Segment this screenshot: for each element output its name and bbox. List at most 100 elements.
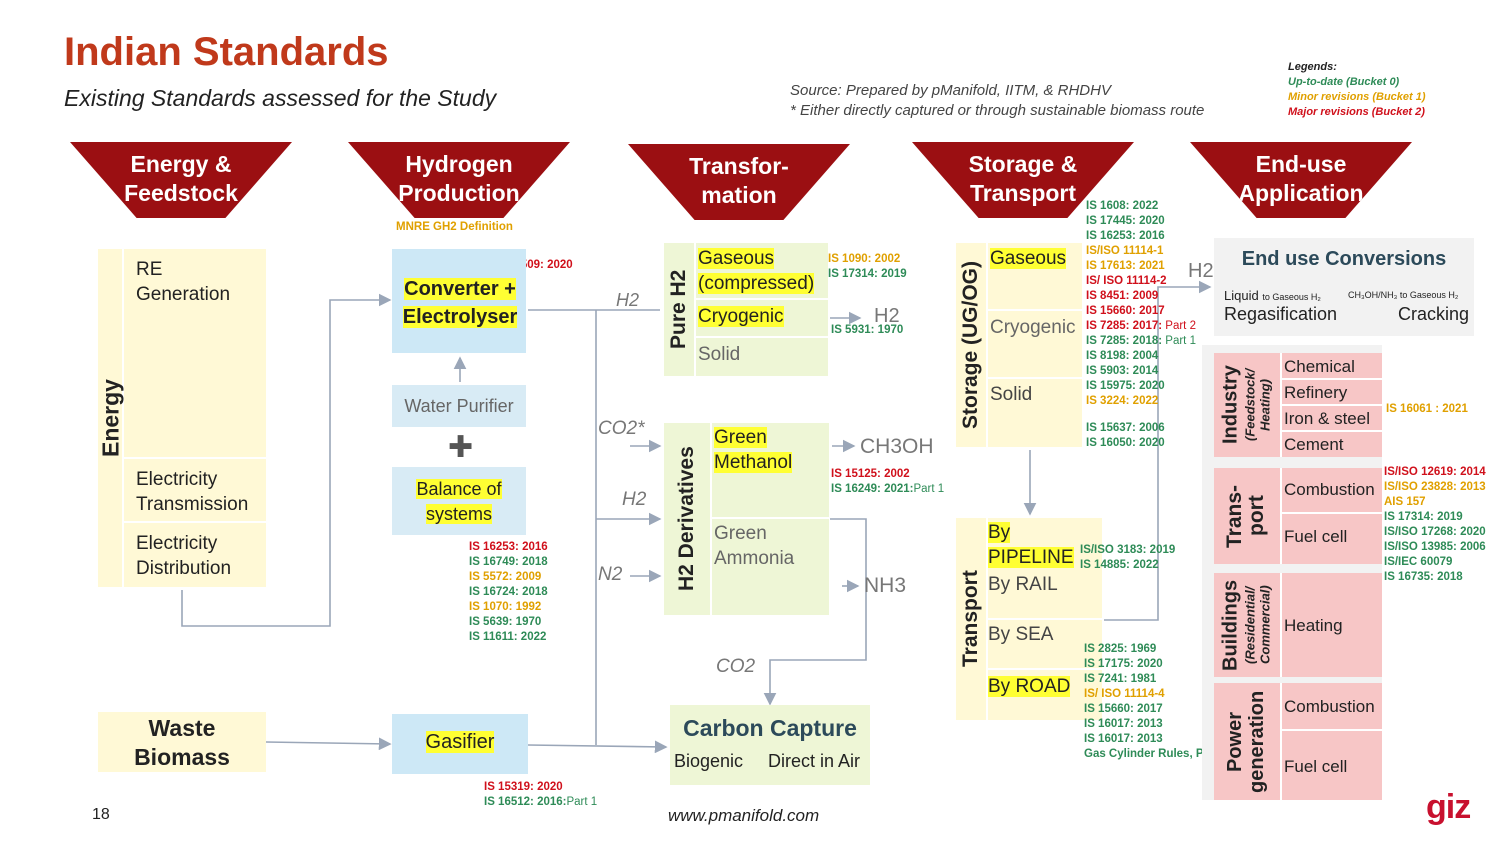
gasifier-label: Gasifier — [425, 731, 495, 753]
standard-item: AIS 157 — [1384, 496, 1426, 508]
liquid-to-gaseous-label: Liquid to Gaseous H₂ — [1224, 288, 1321, 303]
standard-item: IS 3224: 2022 — [1086, 395, 1159, 407]
standard-item: IS 15660: 2017 — [1086, 305, 1165, 317]
re-generation: RE Generation — [136, 259, 231, 305]
standard-item: IS 17175: 2020 — [1084, 658, 1163, 670]
standard-item: IS 16253: 2016 — [1086, 230, 1165, 242]
standard-item: IS 16249: 2021: — [831, 483, 914, 495]
transport-combustion: Combustion — [1284, 480, 1375, 499]
transport-block: Transport By PIPELINE By RAIL By SEA By … — [956, 518, 1102, 720]
standard-item: IS 16735: 2018 — [1384, 571, 1463, 583]
power-fuel-cell: Fuel cell — [1284, 757, 1348, 776]
standard-item: IS 11611: 2022 — [469, 631, 547, 643]
standard-item: IS 16749: 2018 — [469, 556, 548, 568]
converter-electrolyser-box: Converter + Electrolyser — [392, 249, 526, 353]
enduse-conversions-title: End use Conversions — [1241, 248, 1447, 270]
header-line: Transfor- — [689, 153, 789, 179]
transport-enduse-block: Trans- port Combustion Fuel cell — [1214, 468, 1382, 564]
standard-item: IS/ISO 11114-1 — [1086, 245, 1164, 257]
standard-item: IS 17314: 2019 — [1384, 511, 1463, 523]
standard-item: IS 2825: 1969 — [1084, 643, 1157, 655]
flow-label-n2: N2 — [598, 564, 623, 585]
standard-item: IS 5572: 2009 — [469, 571, 542, 583]
standard-item: IS 8198: 2004 — [1086, 350, 1159, 362]
standard-item: IS 1070: 1992 — [469, 601, 542, 613]
balance-of-systems-label: Balance of systems — [416, 479, 502, 524]
header-line: Production — [398, 180, 520, 206]
standard-item: IS/ISO 12619: 2014 — [1384, 466, 1486, 478]
cracking: Cracking — [1398, 304, 1470, 324]
standard-item: IS 15660: 2017 — [1084, 703, 1163, 715]
storage-solid: Solid — [990, 384, 1033, 405]
standard-item: IS 16512: 2016: — [484, 796, 567, 808]
energy-vertical-label: Energy — [97, 379, 124, 457]
header-line: End-use — [1255, 151, 1347, 177]
source-line-2: * Either directly captured or through su… — [790, 102, 1205, 119]
standard-item: IS 17613: 2021 — [1086, 260, 1165, 272]
header-line: Storage & — [968, 151, 1078, 177]
plus-icon: ✚ — [448, 431, 474, 464]
website-footer: www.pmanifold.com — [668, 806, 820, 825]
storage-block: Storage (UG/OG) Gaseous Cryogenic Solid — [956, 243, 1082, 447]
energy-block: Energy RE Generation Electricity Transmi… — [98, 249, 266, 587]
standard-item: IS 15975: 2020 — [1086, 380, 1165, 392]
converter-electrolyser-label: Converter + Electrolyser — [402, 278, 518, 328]
flow-label-h2: H2 — [622, 489, 647, 510]
header-line: Feedstock — [124, 180, 238, 206]
industry-label: Industry — [1219, 365, 1242, 445]
pure-h2-solid: Solid — [698, 344, 741, 365]
flow-label-h2-enduse: H2 — [1188, 260, 1214, 282]
industry-iron-steel: Iron & steel — [1284, 409, 1370, 428]
industry-chemical: Chemical — [1284, 357, 1355, 376]
carbon-capture-direct-air: Direct in Air — [768, 751, 861, 771]
derivatives-standards: IS 15125: 2002 IS 16249: 2021:Part 1 — [831, 467, 944, 497]
page-title: Indian Standards — [64, 30, 389, 74]
standard-item: IS 7285: 2017: — [1086, 320, 1163, 332]
standard-item: IS/ ISO 11114-2 — [1086, 275, 1167, 287]
buildings-sublabel: (Residential/ Commercial) — [1242, 585, 1273, 665]
industry-cement: Cement — [1284, 435, 1344, 454]
transport-enduse-vertical-label: Trans- port — [1223, 484, 1268, 548]
mnre-definition: MNRE GH2 Definition — [396, 221, 513, 233]
transport-fuel-cell: Fuel cell — [1284, 527, 1348, 546]
transport-sea: By SEA — [988, 624, 1054, 645]
buildings-label: Buildings — [1219, 579, 1242, 671]
transport-pipeline: By PIPELINE — [988, 522, 1074, 568]
standard-item: IS 16253: 2016 — [469, 541, 548, 553]
enduse-conversions-box: End use Conversions Liquid to Gaseous H₂… — [1214, 238, 1474, 336]
standard-item: IS/ ISO 11114-4 — [1084, 688, 1165, 700]
page-subtitle: Existing Standards assessed for the Stud… — [64, 85, 497, 111]
flow-label-h2-out: H2 — [874, 305, 900, 327]
pure-h2-block: Pure H2 Gaseous (compressed) Cryogenic S… — [664, 243, 828, 376]
storage-cryogenic: Cryogenic — [990, 317, 1076, 338]
buildings-vertical-label: Buildings (Residential/ Commercial) — [1214, 573, 1278, 677]
industry-vertical-label: Industry (Feedstock/ Heating) — [1214, 353, 1278, 457]
standard-item: IS 16017: 2013 — [1084, 733, 1163, 745]
flow-label-ch3oh: CH3OH — [860, 435, 934, 458]
source-note: Source: Prepared by pManifold, IITM, & R… — [790, 81, 1204, 121]
industry-sublabel: (Feedstock/ Heating) — [1242, 368, 1273, 442]
standard-item: IS 14885: 2022 — [1080, 559, 1159, 571]
flow-label-co2-back: CO2 — [716, 656, 756, 677]
flow-label-nh3: NH3 — [864, 574, 907, 597]
standard-item: IS/ISO 17268: 2020 — [1384, 526, 1486, 538]
standard-item: IS/IEC 60079 — [1384, 556, 1453, 568]
legend: Legends: Up-to-date (Bucket 0) Minor rev… — [1288, 60, 1426, 120]
production-standards-list: IS 16253: 2016 IS 16749: 2018 IS 5572: 2… — [469, 540, 548, 645]
legend-item-bucket-1: Minor revisions (Bucket 1) — [1288, 91, 1426, 103]
header-energy-feedstock: Energy & Feedstock — [70, 142, 292, 218]
standard-item: IS 16017: 2013 — [1084, 718, 1163, 730]
power-combustion: Combustion — [1284, 697, 1375, 716]
pure-h2-gaseous: Gaseous (compressed) — [698, 248, 815, 294]
standard-part: Part 1 — [1162, 335, 1196, 347]
legend-item-bucket-0: Up-to-date (Bucket 0) — [1288, 76, 1400, 88]
header-line: Energy & — [130, 151, 232, 177]
standard-part: Part 1 — [566, 796, 598, 808]
giz-logo: giz — [1426, 788, 1471, 826]
industry-block: Industry (Feedstock/ Heating) Chemical R… — [1214, 353, 1382, 457]
transport-road: By ROAD — [988, 676, 1071, 697]
to-gaseous-label: to Gaseous H₂ — [1262, 292, 1321, 302]
standard-item: IS 5639: 1970 — [469, 616, 542, 628]
water-purifier: Water Purifier — [392, 385, 526, 427]
standard-item: IS 17445: 2020 — [1086, 215, 1165, 227]
